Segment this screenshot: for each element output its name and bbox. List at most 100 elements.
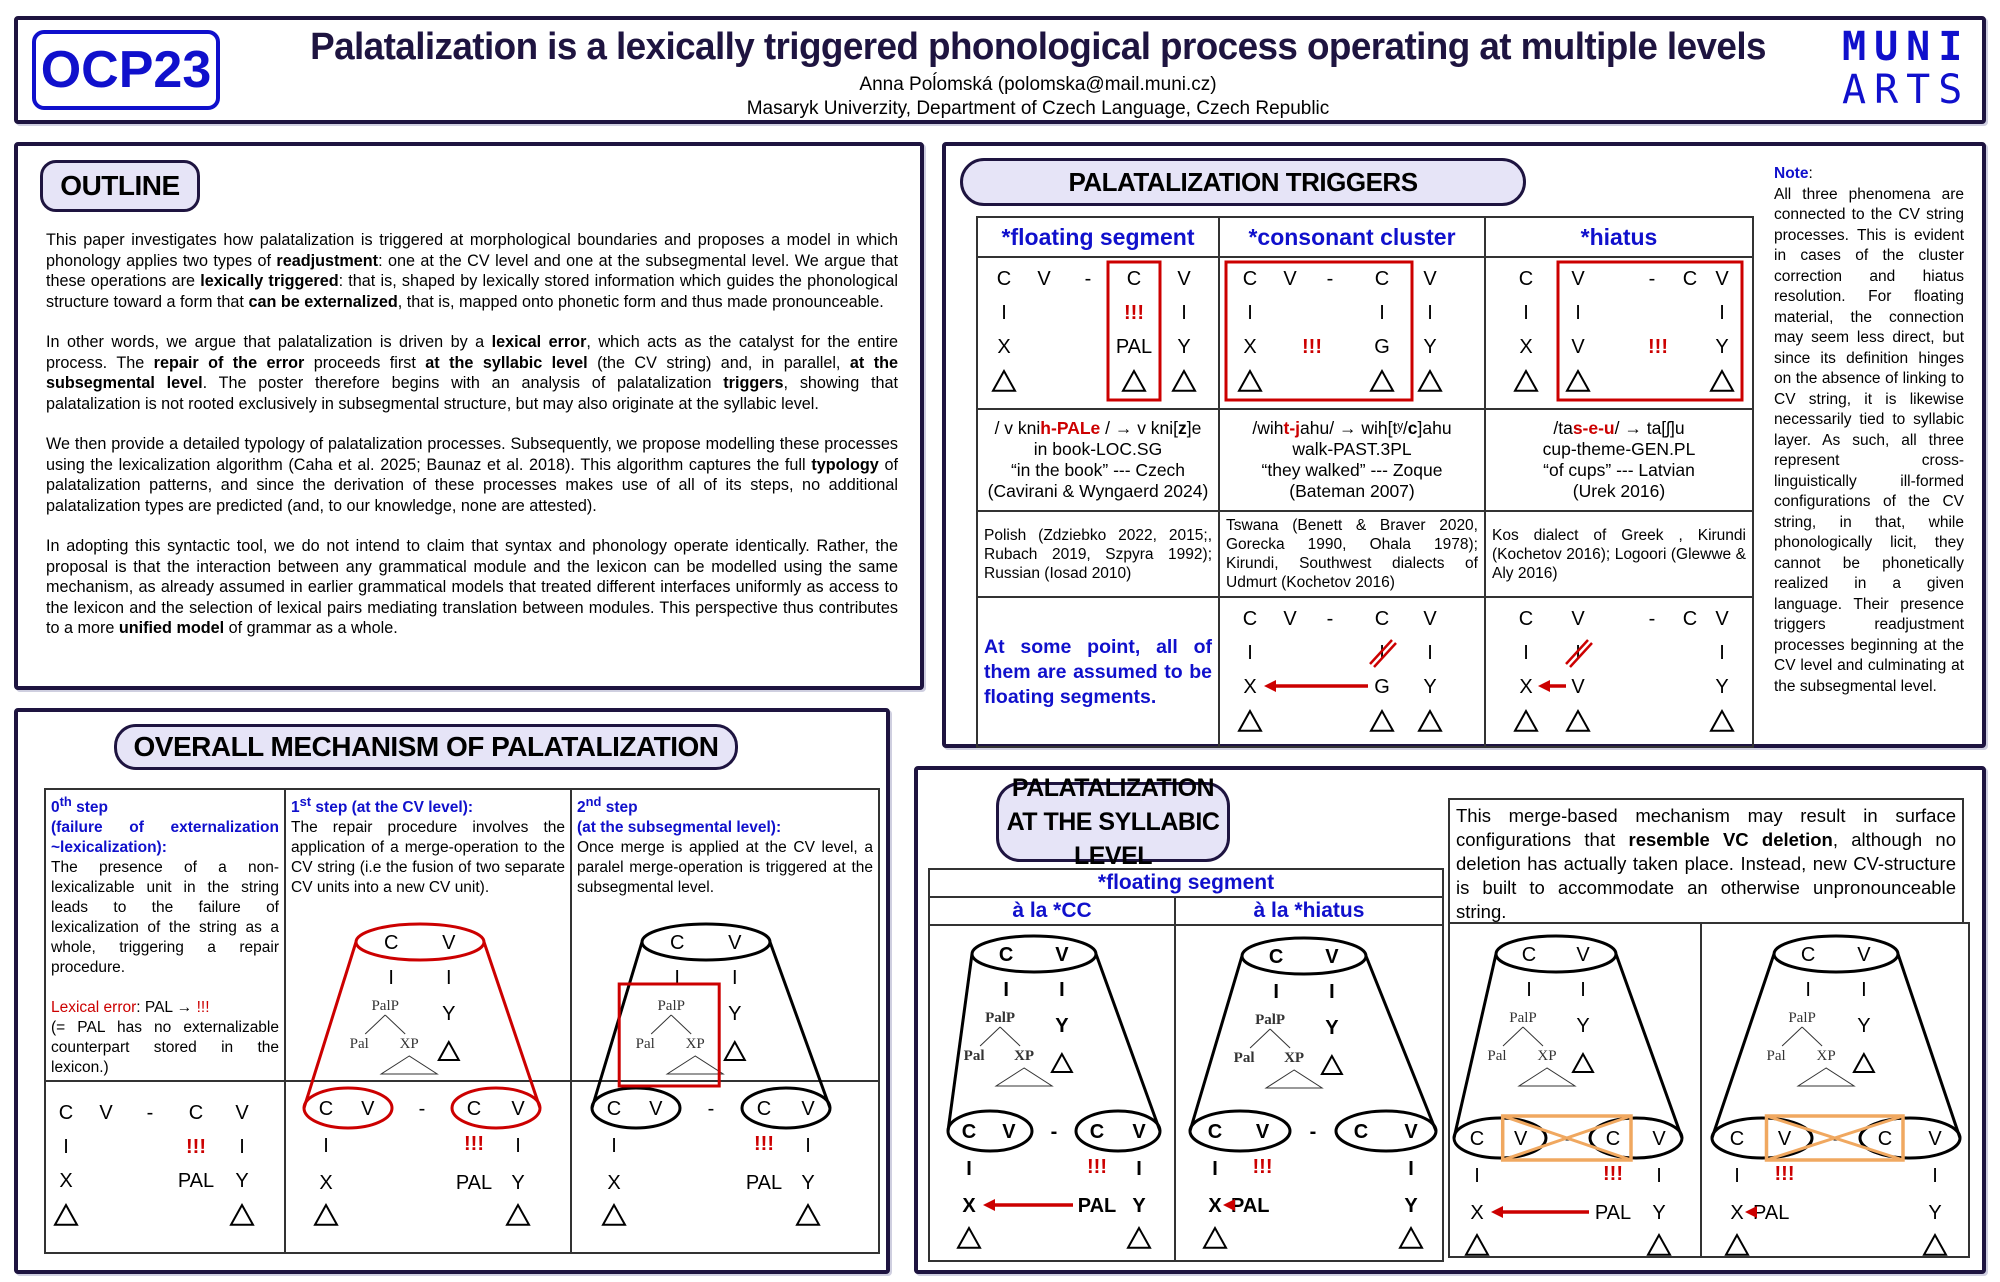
diagram-symbol: I: [1001, 302, 1007, 324]
text-run: This paper investigates how palatalizati…: [46, 231, 898, 270]
merge-outline: [1188, 955, 1244, 1132]
diagram-symbol: V: [1571, 336, 1585, 358]
text-run: In adopting this syntactic tool, we do n…: [46, 537, 898, 637]
diagram-symbol: C: [1269, 946, 1283, 968]
merge-outline: [302, 941, 358, 1109]
diagram-symbol: V: [1571, 676, 1585, 698]
diagram-symbol: I: [63, 1136, 69, 1158]
triangle-icon: [1709, 708, 1735, 732]
diagram-symbol: Y: [1177, 336, 1190, 358]
triangle-icon: [53, 1203, 79, 1226]
conference-logo: OCP23: [32, 30, 220, 110]
diagram-symbol: C: [757, 1098, 771, 1120]
diagram-symbol: I: [1329, 981, 1335, 1003]
outline-paragraph: We then provide a detailed typology of p…: [46, 434, 898, 516]
tree-label: PalP: [985, 1010, 1015, 1026]
tree-label: Pal: [1767, 1048, 1786, 1064]
diagram-symbol: I: [1523, 302, 1529, 324]
text-run: of palatalization patterns, and since th…: [46, 455, 899, 515]
diagram-symbol: I: [1656, 1165, 1662, 1187]
diagram-symbol: Y: [801, 1172, 814, 1194]
triangle-icon: [1050, 1051, 1074, 1073]
tree-label: PalP: [1788, 1010, 1816, 1026]
diagram-symbol: X: [1243, 336, 1256, 358]
column-header-hiatus: *hiatus: [1484, 216, 1754, 258]
diagram-symbol: V: [1715, 608, 1729, 630]
example-line: “of cups” --- Latvian: [1543, 460, 1695, 480]
merged-cv-unit: [640, 922, 772, 962]
triangle-icon: [1369, 708, 1395, 732]
merged-cv-unit: [1494, 934, 1618, 974]
diagram-symbol: I: [674, 967, 680, 989]
triangle-icon: [313, 1203, 339, 1226]
diagram-symbol: PAL: [1753, 1202, 1789, 1224]
diagram-symbol: C: [319, 1098, 333, 1120]
example-line: “in the book” --- Czech: [1010, 460, 1186, 480]
diagram-symbol: V: [235, 1102, 249, 1124]
cv-unit-left: [302, 1086, 394, 1130]
triggers-note: Note: All three phenomena are connected …: [1774, 164, 1964, 697]
diagram-symbol: I: [966, 1158, 972, 1180]
lexical-error-gloss: (= PAL has no externalizable counterpart…: [51, 1019, 279, 1077]
triangle-icon: [1565, 708, 1591, 732]
outline-paragraph: In other words, we argue that palataliza…: [46, 332, 898, 414]
triangle-icon: [1171, 368, 1197, 392]
outline-paragraph: In adopting this syntactic tool, we do n…: [46, 536, 898, 639]
note-text: All three phenomena are connected to the…: [1774, 185, 1964, 695]
diagram-symbol: C: [670, 932, 684, 954]
diagram-symbol: PAL: [1078, 1195, 1117, 1217]
triangle-icon: [229, 1203, 255, 1226]
highlight-box: [1556, 260, 1744, 402]
emphasis-text: can be externalized: [248, 292, 398, 311]
triangle-icon: [723, 1040, 747, 1062]
emphasis-text: repair of the error: [153, 353, 305, 372]
triangle-icon: [795, 1203, 821, 1226]
note-label: Note: [1774, 165, 1809, 182]
triangle-icon: [991, 368, 1017, 392]
diagram-symbol: -: [147, 1102, 154, 1124]
cv-unit-left: [1710, 1116, 1814, 1160]
diagram-symbol: C: [1519, 608, 1533, 630]
text-run: , that is, mapped onto phonetic form and…: [397, 292, 884, 311]
text-run: This merge-based mechanism may result in…: [1456, 805, 1956, 850]
diagram-symbol: I: [515, 1135, 521, 1157]
tree-label: XP: [1014, 1048, 1034, 1064]
diagram-symbol: I: [388, 967, 394, 989]
mechanism-heading: OVERALL MECHANISM OF PALATALIZATION: [114, 724, 738, 770]
diagram-symbol: C: [1878, 1128, 1892, 1150]
diagram-symbol: X: [1243, 676, 1256, 698]
text-run: , showing that palatalization is not roo…: [46, 374, 898, 413]
tree-branch: [999, 1026, 1021, 1047]
diagram-symbol: Y: [1576, 1015, 1589, 1037]
diagram-symbol: I: [1523, 642, 1529, 664]
example-line: cup-theme-GEN.PL: [1542, 439, 1696, 459]
diagram-symbol: C: [962, 1121, 976, 1143]
diagram-symbol: V: [1571, 608, 1585, 630]
tree-label: XP: [686, 1036, 705, 1052]
tree-label: XP: [1284, 1050, 1304, 1066]
syllabic-heading: PALATALIZATION AT THE SYLLABIC LEVEL: [996, 774, 1230, 870]
cv-unit-left: [1452, 1116, 1548, 1160]
diagram-symbol: V: [1576, 944, 1590, 966]
error-mark: !!!: [1087, 1156, 1107, 1178]
sub-label-hiatus: à la *hiatus: [1174, 896, 1444, 926]
step-2-description: 2nd step (at the subsegmental level): On…: [570, 787, 880, 1083]
step-0-text: The presence of a non-lexicalizable unit…: [51, 859, 279, 977]
university-logo-line2: ARTS: [1842, 67, 1971, 113]
example-line: (Urek 2016): [1572, 481, 1666, 501]
tree-label: XP: [1537, 1048, 1556, 1064]
highlight-box: [1224, 260, 1414, 402]
diagram-symbol: V: [1715, 268, 1729, 290]
tree-label: Pal: [350, 1036, 369, 1052]
diagram-symbol: PAL: [746, 1172, 782, 1194]
error-mark: !!!: [1302, 336, 1322, 358]
diagram-symbol: Y: [1857, 1015, 1870, 1037]
text-run: : that is, shaped by lexically stored in…: [46, 272, 898, 311]
tree-branch: [1522, 1026, 1544, 1047]
